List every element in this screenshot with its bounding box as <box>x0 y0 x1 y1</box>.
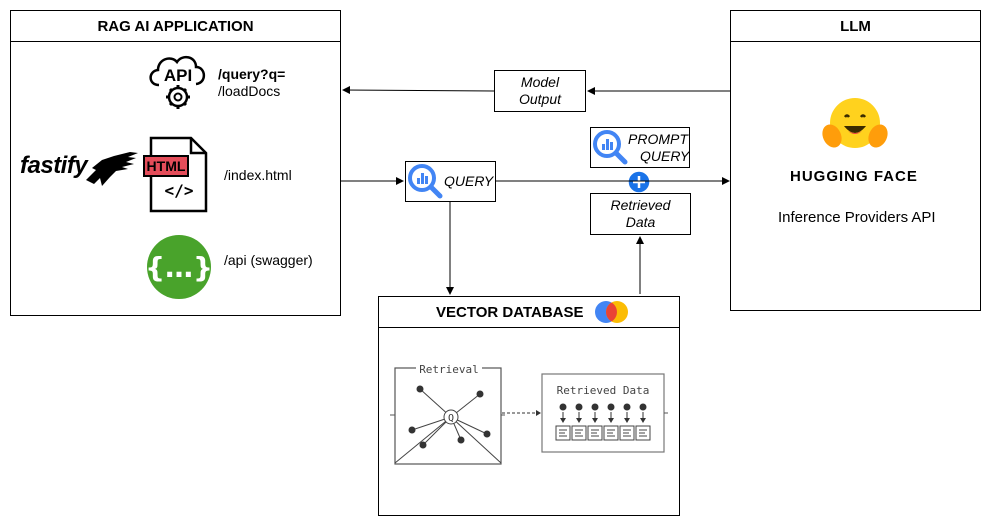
fastify-logo-icon <box>86 152 138 186</box>
model-output-line2: Output <box>518 91 562 107</box>
retrieval-diagram: Retrieval Q <box>390 362 505 465</box>
rag-app-title: RAG AI APPLICATION <box>11 11 340 42</box>
html-icon-tag: </> <box>165 181 194 200</box>
swagger-icon: {…} <box>147 235 211 299</box>
model-output-line1: Model <box>520 74 560 90</box>
api-gear-icon: API <box>149 55 206 109</box>
retrieved-data-label: Retrieved Data <box>557 384 650 397</box>
retrieval-center-label: Q <box>448 413 454 424</box>
endpoint-index: /index.html <box>224 167 292 183</box>
query-search-icon <box>408 164 443 199</box>
prompt-search-icon <box>593 130 628 165</box>
llm-box: LLM <box>730 10 981 311</box>
vector-db-logo-icon <box>595 301 628 323</box>
retrieved-data-diagram: Retrieved Data <box>502 373 668 453</box>
retrieved-line2: Data <box>625 214 656 230</box>
retrieved-line1: Retrieved <box>610 197 671 213</box>
model-output-to-rag-arrow <box>342 86 495 95</box>
prompt-line2: QUERY <box>640 148 690 164</box>
api-icon-text: API <box>164 66 192 85</box>
inference-providers-label: Inference Providers API <box>778 209 936 226</box>
retrieval-label: Retrieval <box>419 363 479 376</box>
html-icon-text: HTML <box>147 158 186 174</box>
html-file-icon: HTML </> <box>143 136 208 213</box>
query-label: QUERY <box>444 173 494 189</box>
plus-icon <box>627 170 651 194</box>
vector-db-title: VECTOR DATABASE <box>436 303 584 321</box>
prompt-line1: PROMPT <box>628 131 688 147</box>
retrieved-items <box>555 403 651 441</box>
llm-title: LLM <box>731 11 980 42</box>
endpoint-api-swagger: /api (swagger) <box>224 252 313 268</box>
fastify-logo-text: fastify <box>20 152 88 179</box>
swagger-icon-text: {…} <box>147 251 211 284</box>
endpoint-loaddocs: /loadDocs <box>218 83 281 99</box>
vector-db-header: VECTOR DATABASE <box>379 297 679 328</box>
hugging-face-icon <box>822 98 888 148</box>
endpoint-query: /query?q= <box>218 66 286 82</box>
model-output-node: Model Output <box>494 70 586 112</box>
retrieved-data-node: Retrieved Data <box>590 193 691 235</box>
hugging-face-brand: HUGGING FACE <box>790 168 918 185</box>
